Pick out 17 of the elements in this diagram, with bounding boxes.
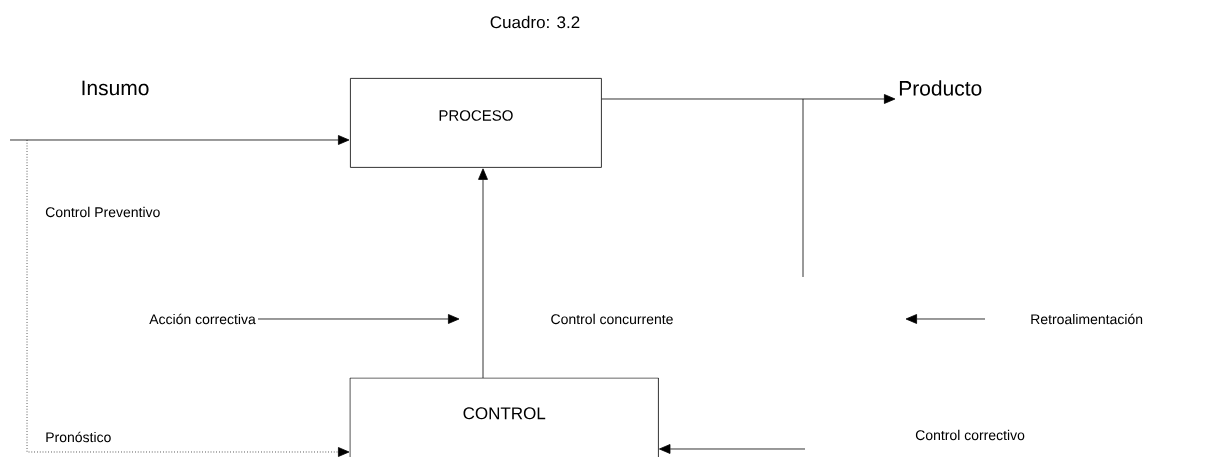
arrow — [659, 444, 806, 454]
action-label: Acción correctiva — [149, 313, 256, 325]
dotted-arrow — [26, 139, 350, 457]
text-label: Control Preventivo — [45, 206, 160, 218]
process-box: PROCESO — [350, 78, 602, 168]
text-label: Insumo — [82, 80, 149, 96]
text-label: Control concurrente — [551, 313, 673, 325]
arrow — [601, 94, 896, 104]
arrow — [478, 168, 488, 379]
arrow — [9, 135, 350, 145]
text-label: Retroalimentación — [1031, 313, 1143, 325]
control-box: CONTROL — [349, 377, 659, 457]
text-label: Pronóstico — [46, 431, 111, 443]
text-label: Control correctivo — [915, 429, 1025, 441]
title: Cuadro: 3.2 — [490, 15, 580, 29]
output-label: Producto — [899, 80, 982, 96]
arrow — [257, 314, 460, 324]
